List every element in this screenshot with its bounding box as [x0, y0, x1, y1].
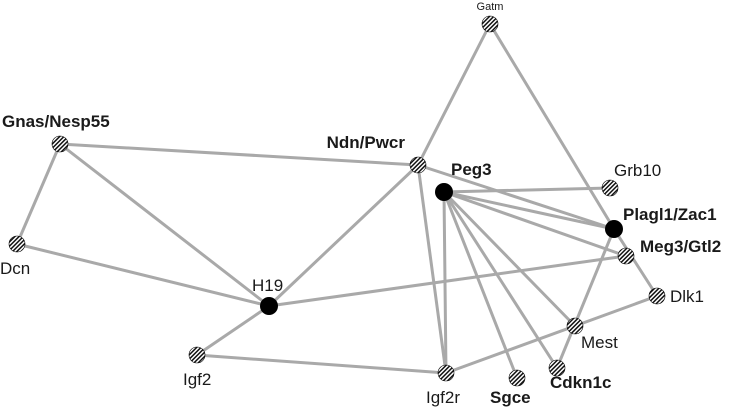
edge-gnas-ndn — [58, 142, 420, 167]
node-label-gatm: Gatm — [477, 1, 504, 13]
node-label-plagl1: Plagl1/Zac1 — [623, 205, 717, 224]
edge-gatm-plagl1 — [488, 22, 616, 231]
node-gnas — [51, 135, 69, 153]
edge-ndn-h19 — [267, 163, 420, 308]
edge-peg3-plagl1 — [442, 190, 616, 231]
node-h19 — [260, 297, 278, 315]
node-layer — [8, 15, 666, 387]
node-label-dlk1: Dlk1 — [670, 287, 704, 306]
edge-plagl1-dlk1 — [612, 227, 659, 298]
node-label-sgce: Sgce — [490, 388, 531, 407]
edge-peg3-grb10 — [442, 186, 612, 194]
node-grb10 — [601, 179, 619, 197]
node-sgce — [508, 369, 526, 387]
edge-gnas-h19 — [58, 142, 271, 308]
node-cdkn1c — [548, 359, 566, 377]
edge-dlk1-igf2r — [444, 294, 659, 375]
node-label-cdkn1c: Cdkn1c — [550, 373, 611, 392]
edge-igf2-igf2r — [195, 353, 448, 375]
node-igf2 — [188, 346, 206, 364]
node-meg3 — [617, 247, 635, 265]
edge-plagl1-cdkn1c — [555, 227, 616, 370]
node-ndn — [409, 156, 427, 174]
edge-peg3-meg3 — [442, 190, 628, 258]
node-label-igf2r: Igf2r — [426, 388, 460, 407]
edge-dcn-h19 — [15, 242, 271, 308]
node-label-meg3: Meg3/Gtl2 — [640, 237, 721, 256]
node-label-h19: H19 — [252, 276, 283, 295]
edge-h19-meg3 — [267, 254, 628, 308]
node-igf2r — [437, 364, 455, 382]
edge-ndn-plagl1 — [416, 163, 616, 231]
node-peg3 — [435, 183, 453, 201]
node-gatm — [481, 15, 499, 33]
node-label-dcn: Dcn — [0, 259, 30, 278]
edge-gnas-dcn — [15, 142, 62, 246]
node-label-mest: Mest — [581, 333, 618, 352]
node-label-grb10: Grb10 — [614, 161, 661, 180]
node-dlk1 — [648, 287, 666, 305]
node-dcn — [8, 235, 26, 253]
node-label-ndn: Ndn/Pwcr — [327, 133, 406, 152]
node-label-peg3: Peg3 — [451, 160, 492, 179]
node-mest — [566, 317, 584, 335]
node-plagl1 — [605, 220, 623, 238]
node-label-igf2: Igf2 — [183, 370, 211, 389]
edge-peg3-mest — [442, 190, 577, 328]
edge-peg3-sgce — [442, 190, 519, 380]
node-label-gnas: Gnas/Nesp55 — [2, 112, 110, 131]
edge-gatm-ndn — [416, 22, 492, 167]
edge-h19-igf2 — [195, 304, 271, 357]
edge-layer — [15, 22, 659, 380]
edge-ndn-igf2r — [416, 163, 448, 375]
